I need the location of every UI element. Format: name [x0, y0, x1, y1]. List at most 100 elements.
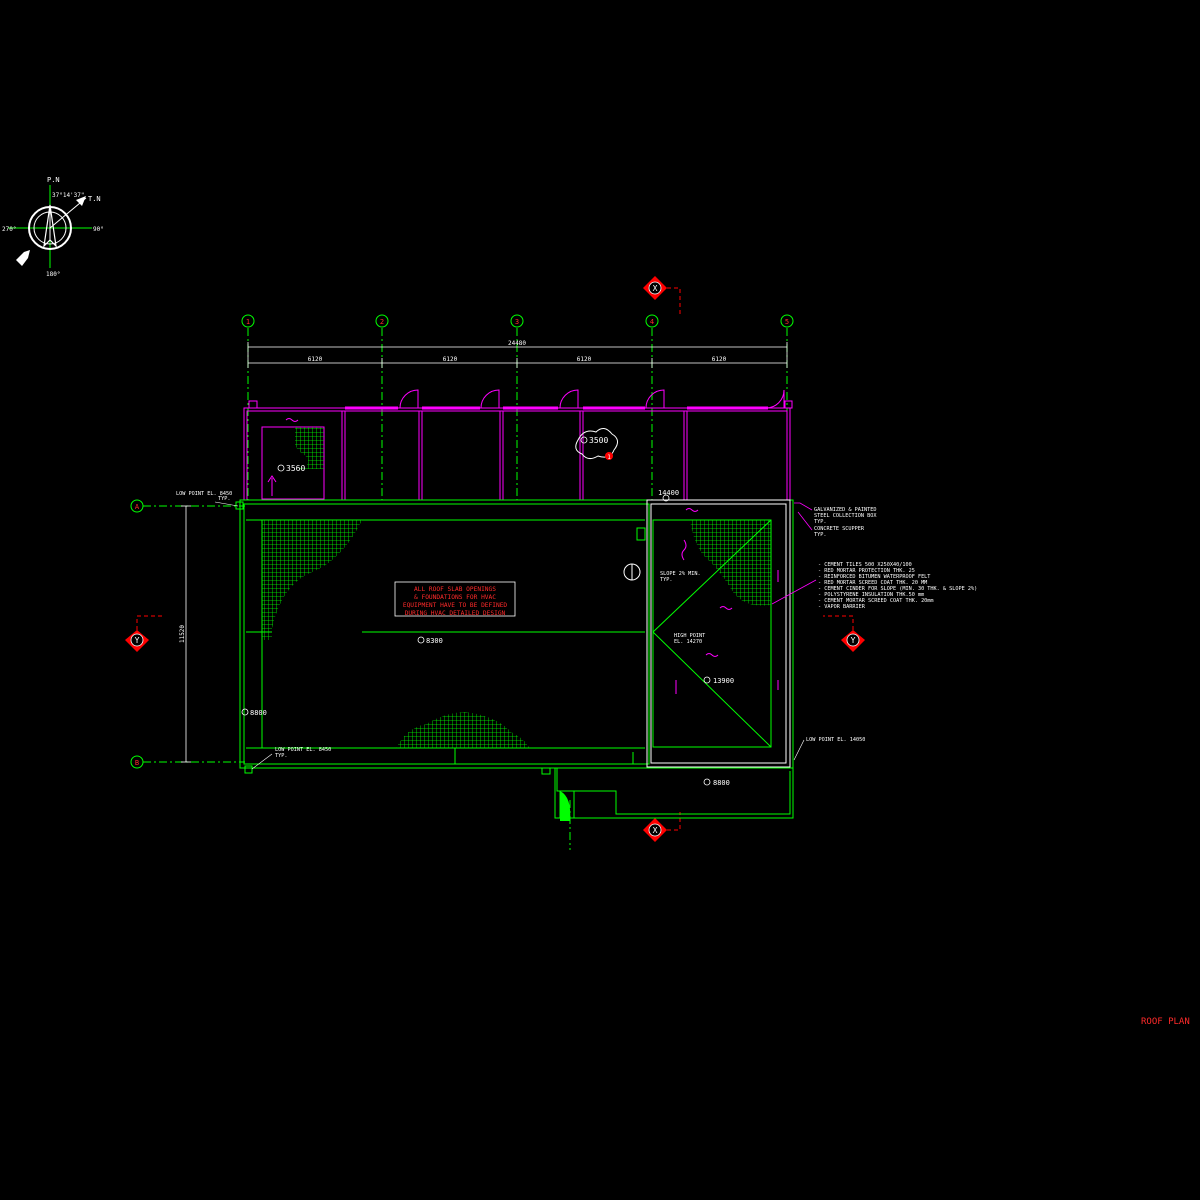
level-parapet-top: 14400 — [658, 489, 679, 502]
door-swing-3 — [559, 389, 579, 409]
svg-text:TYP.: TYP. — [218, 496, 231, 502]
level-upper-roof: 3500 — [580, 436, 608, 445]
svg-text:X: X — [653, 826, 658, 835]
right-roof-hatch — [690, 520, 771, 606]
svg-text:EL. 14270: EL. 14270 — [674, 639, 702, 645]
grid-bubble-3: 3 — [510, 314, 524, 328]
svg-text:1: 1 — [607, 454, 611, 461]
roof-build-up-line-6: - POLYSTYRENE INSULATION THK.50 mm — [818, 592, 924, 598]
svg-text:8800: 8800 — [250, 709, 267, 717]
svg-text:3560: 3560 — [286, 464, 305, 473]
svg-text:8300: 8300 — [426, 637, 443, 645]
door-swing-4 — [645, 389, 665, 409]
grid-bubble-1: 1 — [241, 314, 255, 328]
svg-text:LOW POINT EL. 14050: LOW POINT EL. 14050 — [806, 737, 865, 743]
svg-text:B: B — [135, 759, 139, 767]
svg-text:SLOPE 2% MIN.: SLOPE 2% MIN. — [660, 571, 701, 577]
hvac-note-line-4: DURING HVAC DETAILED DESIGN — [405, 610, 506, 617]
grid-bubble-5: 5 — [780, 314, 794, 328]
section-marker-x-bottom: X — [643, 812, 681, 842]
roof-build-up-line-1: - CEMENT TILES 500 X250X40/100 — [818, 562, 912, 568]
compass-angle-label: 37°14'37" — [52, 192, 85, 199]
grid-bubble-b: B — [130, 755, 144, 769]
compass-east-label: 90° — [93, 226, 104, 233]
door-swing-2 — [480, 389, 500, 409]
drawing-title: ROOF PLAN — [1141, 1017, 1190, 1027]
drain-pipe-symbol — [559, 791, 575, 821]
svg-text:5: 5 — [785, 318, 789, 326]
svg-text:3: 3 — [515, 318, 519, 326]
compass: P.N 37°14'37" T.N 90° 270° 180° — [2, 176, 104, 278]
vertical-dimension: 11520 — [179, 625, 186, 643]
bay-dimension-3: 6120 — [577, 356, 592, 363]
compass-south-label: 180° — [46, 271, 60, 278]
compass-true-north-label: T.N — [88, 195, 101, 203]
level-left-edge: 8800 — [241, 708, 267, 717]
hvac-note-box: ALL ROOF SLAB OPENINGS & FOUNDATIONS FOR… — [394, 581, 516, 617]
roof-build-up-line-5: - CEMENT CINDER FOR SLOPE (MIN. 30 THK. … — [818, 586, 977, 592]
hvac-note-line-1: ALL ROOF SLAB OPENINGS — [414, 586, 496, 593]
note-roof-build-up: - CEMENT TILES 500 X250X40/100 - RED MOR… — [771, 562, 977, 610]
bay-dimension-1: 6120 — [308, 356, 323, 363]
grid-bubble-2: 2 — [375, 314, 389, 328]
svg-text:8800: 8800 — [713, 779, 730, 787]
roof-drain-symbol — [623, 563, 641, 581]
note-high-point: HIGH POINT EL. 14270 — [674, 633, 705, 645]
upper-walls — [243, 389, 793, 500]
svg-text:TYP.: TYP. — [660, 577, 673, 583]
compass-north-label: P.N — [47, 176, 60, 184]
compass-west-label: 270° — [2, 226, 16, 233]
main-roof-hatch-bottom — [396, 712, 529, 748]
note-low-point-top: LOW POINT EL. 8450 TYP. — [176, 491, 239, 507]
bay-dimension-4: 6120 — [712, 356, 727, 363]
note-scupper: CONCRETE SCUPPER TYP. — [797, 511, 865, 538]
level-main-roof: 8300 — [417, 636, 443, 645]
revision-marker: 1 — [605, 452, 613, 461]
note-low-point-bottom: LOW POINT EL. 8450 TYP. — [251, 747, 331, 770]
roof-build-up-line-2: - RED MORTAR PROTECTION THK. 25 — [818, 568, 915, 574]
svg-text:A: A — [135, 503, 140, 511]
svg-text:CONCRETE SCUPPER: CONCRETE SCUPPER — [814, 526, 865, 532]
cloud-revision — [575, 428, 618, 460]
svg-text:1: 1 — [246, 318, 250, 326]
section-marker-y-right: Y — [823, 615, 865, 652]
hvac-note-line-2: & FOUNDATIONS FOR HVAC — [414, 594, 496, 601]
svg-text:Y: Y — [851, 636, 856, 645]
true-north-arrow-icon — [76, 196, 86, 206]
bay-dimension-2: 6120 — [443, 356, 458, 363]
slope-arrows — [675, 508, 779, 694]
note-low-point-right: LOW POINT EL. 14050 — [793, 737, 865, 761]
roof-build-up-line-7: - CEMENT MORTAR SCREED COAT THK. 20mm — [818, 598, 934, 604]
hvac-note-line-3: EQUIPMENT HAVE TO BE DEFINED — [403, 602, 508, 609]
grid-row-bubbles: A B — [130, 499, 144, 769]
svg-text:GALVANIZED & PAINTED: GALVANIZED & PAINTED — [814, 507, 876, 513]
svg-text:TYP.: TYP. — [814, 519, 827, 525]
grid-bubble-a: A — [130, 499, 144, 513]
grid-column-bubbles: 1 2 3 4 5 — [241, 314, 794, 328]
svg-text:3500: 3500 — [589, 436, 608, 445]
svg-text:13900: 13900 — [713, 677, 734, 685]
roof-build-up-line-4: - RED MORTAR SCREED COAT THK. 20 MM — [818, 580, 927, 586]
svg-text:2: 2 — [380, 318, 384, 326]
level-stair-roof: 3560 — [277, 464, 305, 473]
right-roof-outline — [646, 499, 791, 768]
svg-text:TYP.: TYP. — [275, 753, 288, 759]
svg-text:TYP.: TYP. — [814, 532, 827, 538]
note-collection-box: GALVANIZED & PAINTED STEEL COLLECTION BO… — [794, 502, 877, 525]
roof-build-up-line-8: - VAPOR BARRIER — [818, 604, 866, 610]
note-slope: SLOPE 2% MIN. TYP. — [660, 571, 701, 583]
door-swing-1 — [399, 389, 419, 409]
svg-text:4: 4 — [650, 318, 654, 326]
svg-text:HIGH POINT: HIGH POINT — [674, 633, 705, 639]
svg-text:STEEL COLLECTION BOX: STEEL COLLECTION BOX — [814, 513, 877, 519]
grid-bubble-4: 4 — [645, 314, 659, 328]
level-right-roof: 13900 — [703, 676, 734, 685]
svg-text:14400: 14400 — [658, 489, 679, 497]
svg-text:LOW POINT EL. 8450: LOW POINT EL. 8450 — [176, 491, 232, 497]
wind-arrow-icon — [16, 250, 30, 266]
door-swing-5 — [765, 389, 785, 409]
main-roof-outline — [235, 499, 794, 819]
dimension-lines — [181, 342, 788, 763]
slope-arrow-upper — [267, 418, 299, 496]
